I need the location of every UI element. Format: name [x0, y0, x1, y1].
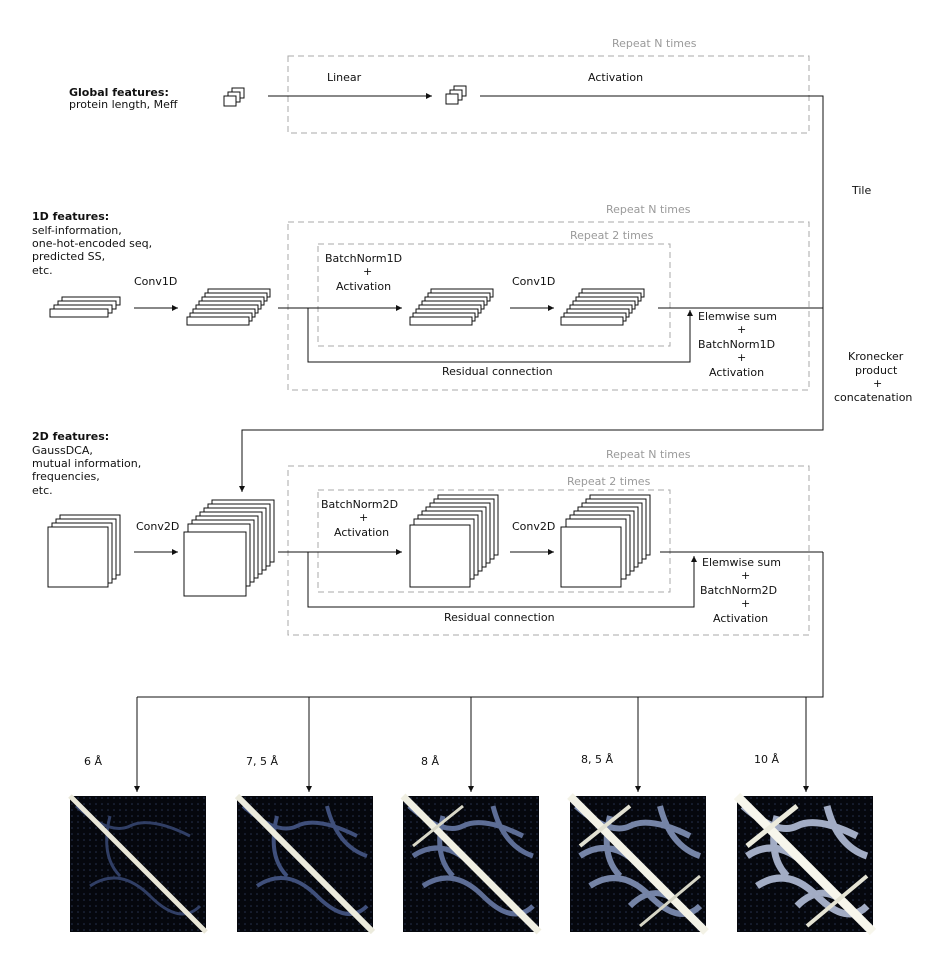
- twod-sum-1: Elemwise sum: [702, 556, 781, 569]
- twod-bn-label-2: +: [359, 511, 368, 524]
- oned-sum-1: Elemwise sum: [698, 310, 777, 323]
- global-repeat-box: [287, 55, 810, 134]
- output-label-5: 10 Å: [754, 753, 779, 766]
- output-label-3: 8 Å: [421, 755, 439, 768]
- twod-conv2-label: Conv2D: [512, 520, 555, 533]
- twod-desc-2: mutual information,: [32, 457, 141, 470]
- global-features-title: Global features:: [69, 86, 169, 99]
- oned-hidden-stack-1: [186, 288, 271, 326]
- twod-hidden-stack-3: [560, 494, 651, 588]
- oned-residual-label: Residual connection: [442, 365, 553, 378]
- global-input-stack: [223, 87, 245, 107]
- kronecker-2: product: [855, 364, 898, 377]
- linear-label: Linear: [327, 71, 362, 84]
- twod-repeat-2-label: Repeat 2 times: [567, 475, 651, 488]
- twod-bn-label-1: BatchNorm2D: [321, 498, 398, 511]
- twod-hidden-stack-1: [183, 499, 275, 597]
- kronecker-3: +: [873, 377, 882, 390]
- oned-bn-label-3: Activation: [336, 280, 391, 293]
- oned-repeat-n-label: Repeat N times: [606, 203, 691, 216]
- oned-hidden-stack-3: [560, 288, 645, 326]
- oned-repeat-2-box: [317, 243, 671, 347]
- tile-label: Tile: [851, 184, 871, 197]
- oned-bn-label-1: BatchNorm1D: [325, 252, 402, 265]
- oned-sum-2: +: [737, 323, 746, 336]
- global-activation-label: Activation: [588, 71, 643, 84]
- contact-map-8A: [400, 793, 542, 935]
- oned-sum-5: Activation: [709, 366, 764, 379]
- oned-desc-1: self-information,: [32, 224, 122, 237]
- oned-bn-label-2: +: [363, 265, 372, 278]
- kronecker-1: Kronecker: [848, 350, 904, 363]
- tile-connector: [480, 95, 824, 304]
- twod-sum-4: +: [741, 597, 750, 610]
- twod-sum-2: +: [741, 569, 750, 582]
- global-features-desc: protein length, Meff: [69, 98, 178, 111]
- oned-sum-4: +: [737, 351, 746, 364]
- oned-hidden-stack-2: [409, 288, 494, 326]
- contact-map-10A: [733, 792, 877, 936]
- output-label-2: 7, 5 Å: [246, 755, 278, 768]
- twod-sum-5: Activation: [713, 612, 768, 625]
- contact-map-7-5A: [234, 793, 376, 935]
- twod-repeat-n-box: [287, 465, 810, 636]
- twod-repeat-n-label: Repeat N times: [606, 448, 691, 461]
- twod-desc-4: etc.: [32, 484, 53, 497]
- oned-sum-3: BatchNorm1D: [698, 338, 775, 351]
- twod-input-stack: [47, 514, 121, 588]
- global-repeat-label: Repeat N times: [612, 37, 697, 50]
- oned-conv-label: Conv1D: [134, 275, 177, 288]
- output-label-1: 6 Å: [84, 755, 102, 768]
- twod-desc-1: GaussDCA,: [32, 444, 93, 457]
- twod-sum-3: BatchNorm2D: [700, 584, 777, 597]
- oned-desc-2: one-hot-encoded seq,: [32, 237, 152, 250]
- twod-title: 2D features:: [32, 430, 109, 443]
- oned-residual-connection: [307, 308, 693, 363]
- twod-repeat-2-box: [317, 489, 671, 593]
- oned-desc-4: etc.: [32, 264, 53, 277]
- twod-residual-label: Residual connection: [444, 611, 555, 624]
- oned-desc-3: predicted SS,: [32, 250, 105, 263]
- contact-map-6A: [68, 794, 208, 934]
- twod-hidden-stack-2: [409, 494, 499, 588]
- contact-map-8-5A: [567, 793, 709, 935]
- oned-title: 1D features:: [32, 210, 109, 223]
- global-hidden-stack: [445, 85, 467, 105]
- output-bus: [137, 552, 824, 698]
- output-label-4: 8, 5 Å: [581, 753, 613, 766]
- oned-input-stack: [49, 296, 121, 318]
- oned-conv2-label: Conv1D: [512, 275, 555, 288]
- twod-bn-label-3: Activation: [334, 526, 389, 539]
- kronecker-4: concatenation: [834, 391, 912, 404]
- kronecker-connector: [239, 304, 824, 492]
- twod-conv-label: Conv2D: [136, 520, 179, 533]
- twod-residual-connection: [307, 552, 697, 608]
- oned-repeat-n-box: [287, 221, 810, 391]
- oned-repeat-2-label: Repeat 2 times: [570, 229, 654, 242]
- twod-desc-3: frequencies,: [32, 470, 100, 483]
